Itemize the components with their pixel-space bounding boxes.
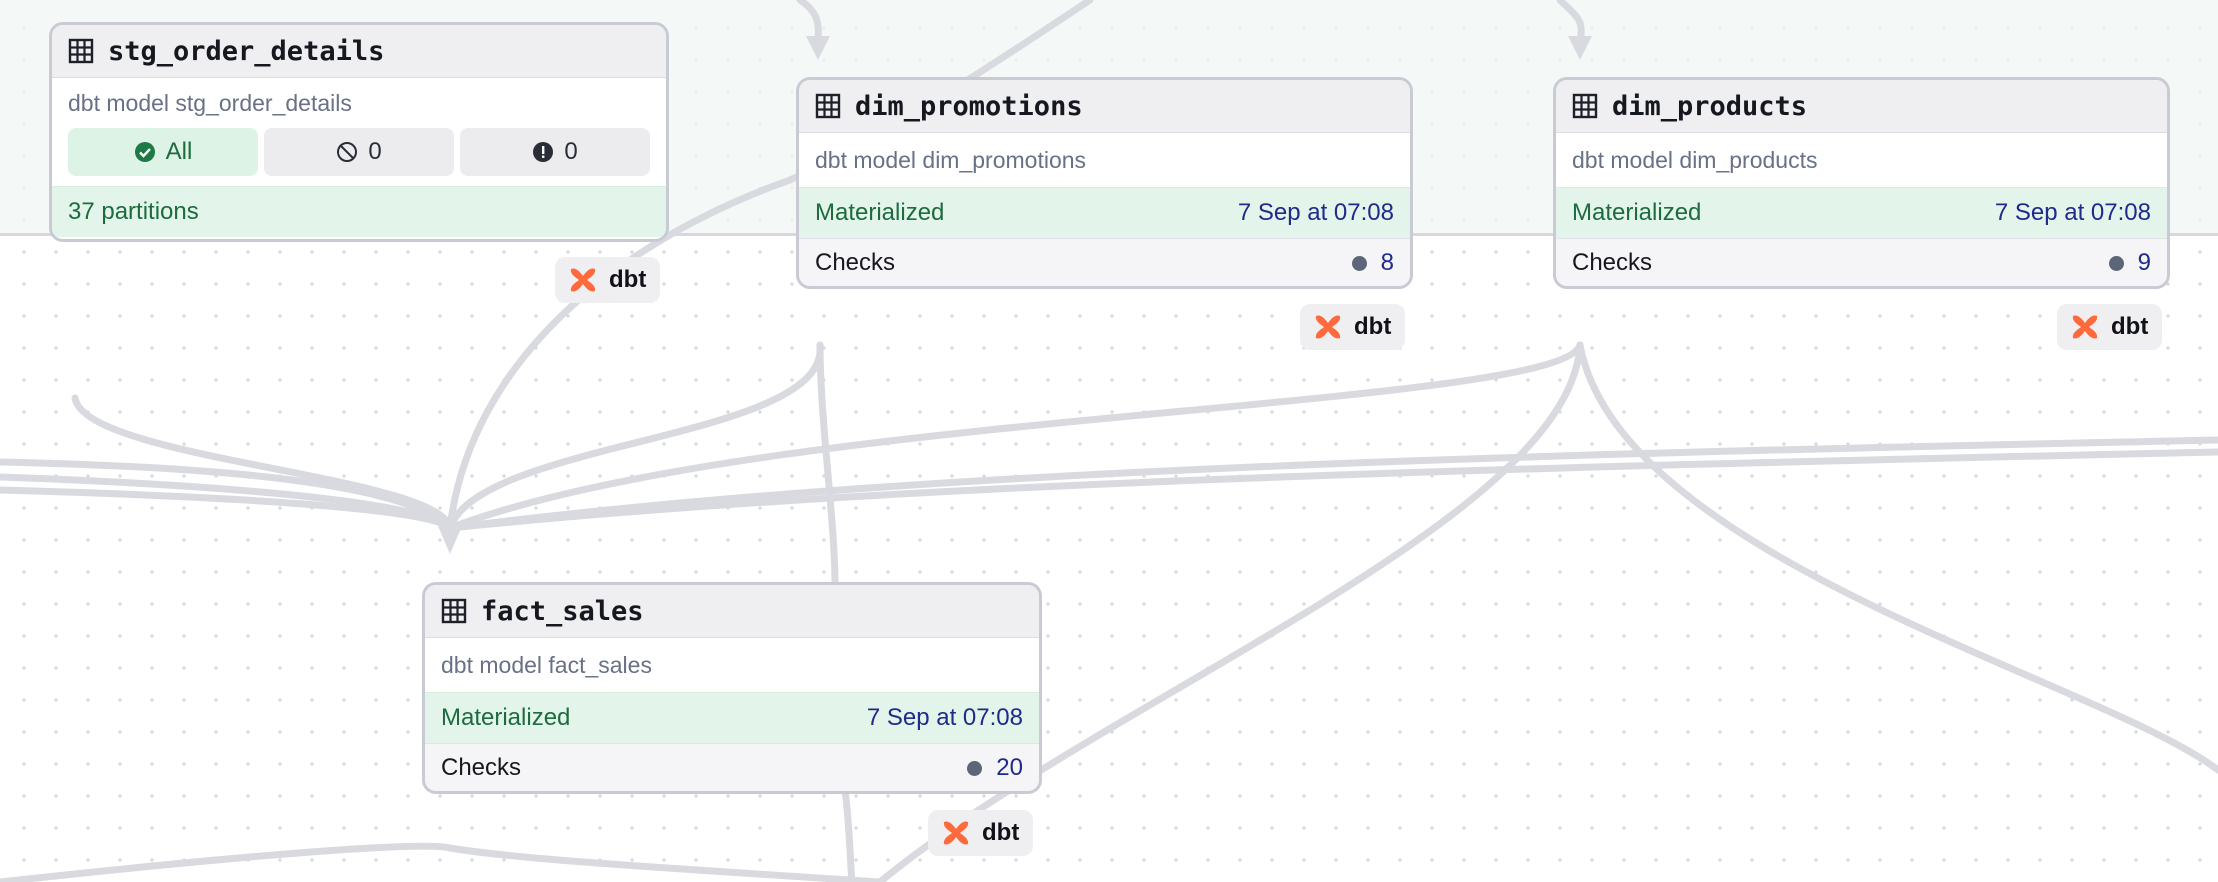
node-title[interactable]: dim_promotions xyxy=(855,90,1083,122)
edge-arrowhead xyxy=(806,36,830,60)
check-dot-icon xyxy=(2108,255,2124,271)
node-title[interactable]: stg_order_details xyxy=(108,35,385,67)
edge xyxy=(0,486,454,532)
status-timestamp[interactable]: 7 Sep at 07:08 xyxy=(866,704,1023,731)
table-icon xyxy=(815,93,841,119)
checks-label: Checks xyxy=(441,754,522,781)
dbt-tag-label: dbt xyxy=(1354,313,1392,340)
edge xyxy=(71,394,454,532)
status-timestamp[interactable]: 7 Sep at 07:08 xyxy=(1237,199,1394,226)
checks-count: 8 xyxy=(1351,249,1394,277)
node-header: fact_sales xyxy=(425,585,1039,638)
dbt-logo-icon xyxy=(1315,315,1341,339)
edge xyxy=(0,842,884,882)
filter-skipped-count: 0 xyxy=(368,138,382,165)
node-description: dbt model fact_sales xyxy=(441,651,652,678)
node-description: dbt model dim_products xyxy=(1572,146,1818,173)
partitions-status: 37 partitions xyxy=(52,186,666,237)
edge xyxy=(841,786,856,882)
materialization-status[interactable]: Materialized 7 Sep at 07:08 xyxy=(1556,187,2167,239)
check-circle-icon xyxy=(134,142,155,162)
edge xyxy=(446,341,824,532)
filter-skipped-button[interactable]: 0 xyxy=(264,128,454,176)
checks-count-value: 20 xyxy=(996,754,1023,781)
edge xyxy=(1576,341,2218,774)
materialization-status[interactable]: Materialized 7 Sep at 07:08 xyxy=(799,187,1410,239)
checks-label: Checks xyxy=(1572,249,1653,276)
edge-arrowhead xyxy=(1568,36,1592,60)
filter-all-button[interactable]: All xyxy=(68,128,258,176)
edge xyxy=(876,341,1584,882)
edge xyxy=(446,448,2218,532)
edge xyxy=(446,176,794,532)
check-dot-icon xyxy=(1351,255,1367,271)
dbt-tag-label: dbt xyxy=(609,266,647,293)
checks-count: 20 xyxy=(967,754,1023,782)
status-label: Materialized xyxy=(1572,199,1702,226)
dbt-tag[interactable]: dbt xyxy=(928,810,1034,856)
edge xyxy=(796,0,822,44)
checks-count-value: 8 xyxy=(1380,249,1394,276)
edge xyxy=(446,341,1584,532)
checks-label: Checks xyxy=(815,249,896,276)
status-timestamp[interactable]: 7 Sep at 07:08 xyxy=(1994,199,2151,226)
skipped-icon xyxy=(337,142,358,162)
materialization-status[interactable]: Materialized 7 Sep at 07:08 xyxy=(425,692,1039,744)
dbt-logo-icon xyxy=(570,268,596,292)
dbt-tag-label: dbt xyxy=(982,819,1020,846)
table-icon xyxy=(68,38,94,64)
node-title[interactable]: dim_products xyxy=(1612,90,1808,122)
partition-filters: All 0 0 xyxy=(52,128,666,186)
checks-row[interactable]: Checks 8 xyxy=(799,239,1410,286)
filter-failed-button[interactable]: 0 xyxy=(460,128,650,176)
edge xyxy=(816,341,839,589)
edge xyxy=(446,436,2218,532)
node-description: dbt model stg_order_details xyxy=(68,89,352,116)
asset-node-dim-products[interactable]: dim_products dbt model dim_products Mate… xyxy=(1553,77,2170,289)
checks-row[interactable]: Checks 9 xyxy=(1556,239,2167,286)
asset-node-fact-sales[interactable]: fact_sales dbt model fact_sales Material… xyxy=(422,582,1042,794)
dbt-tag-label: dbt xyxy=(2111,313,2149,340)
node-title[interactable]: fact_sales xyxy=(481,595,644,627)
checks-count-value: 9 xyxy=(2137,249,2151,276)
edge xyxy=(1556,0,1585,44)
edge xyxy=(0,473,454,532)
edge xyxy=(0,458,454,532)
check-dot-icon xyxy=(967,760,983,776)
asset-node-stg-order-details[interactable]: stg_order_details dbt model stg_order_de… xyxy=(49,22,669,242)
dbt-tag[interactable]: dbt xyxy=(2057,304,2163,350)
node-header: dim_promotions xyxy=(799,80,1410,133)
table-icon xyxy=(441,598,467,624)
asset-node-dim-promotions[interactable]: dim_promotions dbt model dim_promotions … xyxy=(796,77,1413,289)
filter-all-label: All xyxy=(165,138,193,165)
node-description: dbt model dim_promotions xyxy=(815,146,1087,173)
status-label: Materialized xyxy=(441,704,571,731)
status-label: Materialized xyxy=(815,199,945,226)
dbt-tag[interactable]: dbt xyxy=(555,257,661,303)
node-header: stg_order_details xyxy=(52,25,666,78)
dbt-tag[interactable]: dbt xyxy=(1300,304,1406,350)
filter-failed-count: 0 xyxy=(564,138,578,165)
error-icon xyxy=(533,142,554,162)
edge-arrowhead xyxy=(438,526,462,554)
checks-count: 9 xyxy=(2108,249,2151,277)
dbt-logo-icon xyxy=(2072,315,2098,339)
checks-row[interactable]: Checks 20 xyxy=(425,744,1039,791)
node-header: dim_products xyxy=(1556,80,2167,133)
dbt-logo-icon xyxy=(943,821,969,845)
table-icon xyxy=(1572,93,1598,119)
